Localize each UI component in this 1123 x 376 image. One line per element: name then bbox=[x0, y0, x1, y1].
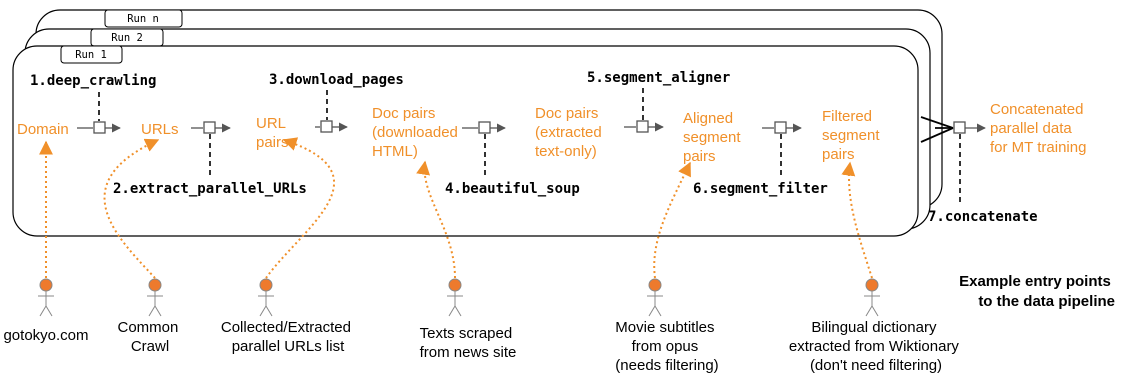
actor-label-news-site: Texts scraped from news site bbox=[420, 325, 517, 361]
actor-news-site bbox=[447, 278, 463, 317]
actor-common-crawl bbox=[147, 278, 163, 317]
run-n-tab bbox=[104, 9, 183, 28]
actor-label-common-crawl: Common Crawl bbox=[117, 319, 182, 355]
data-filtered-segment-pairs: Filtered segment pairs bbox=[822, 108, 884, 163]
data-url-pairs: URL pairs bbox=[256, 115, 290, 151]
process-beautiful-soup bbox=[462, 121, 506, 176]
process-deep-crawling bbox=[77, 92, 121, 134]
entry-arrow-doc-pairs bbox=[416, 160, 456, 279]
data-doc-pairs-html: Doc pairs (downloaded HTML) bbox=[372, 105, 462, 160]
entry-points-note: Example entry points to the data pipelin… bbox=[959, 273, 1115, 310]
run-1-label: Run 1 bbox=[75, 49, 107, 61]
step-download-pages: 3.download_pages bbox=[269, 72, 404, 88]
actor-bilingual-dictionary bbox=[864, 278, 880, 317]
step-segment-aligner: 5.segment_aligner bbox=[587, 70, 730, 86]
entry-arrow-urls bbox=[103, 138, 160, 279]
step-extract-parallel-urls: 2.extract_parallel_URLs bbox=[113, 181, 307, 197]
step-deep-crawling: 1.deep_crawling bbox=[30, 73, 156, 89]
actor-gotokyo bbox=[38, 278, 54, 317]
data-concatenated: Concatenated parallel data for MT traini… bbox=[990, 101, 1088, 156]
run-1-tab bbox=[60, 45, 123, 64]
data-domain: Domain bbox=[17, 121, 69, 138]
actor-movie-subtitles bbox=[647, 278, 663, 317]
data-urls: URLs bbox=[141, 121, 179, 138]
run-n-label: Run n bbox=[127, 13, 159, 25]
run-2-label: Run 2 bbox=[111, 32, 143, 44]
actor-label-movie-subtitles: Movie subtitles from opus (needs filteri… bbox=[615, 319, 718, 374]
process-segment-filter bbox=[762, 121, 802, 176]
step-concatenate: 7.concatenate bbox=[928, 209, 1038, 225]
process-concatenate bbox=[920, 116, 986, 202]
actor-url-list bbox=[258, 278, 274, 317]
run-1-frame bbox=[12, 45, 919, 237]
step-beautiful-soup: 4.beautiful_soup bbox=[445, 181, 580, 197]
process-segment-aligner bbox=[624, 88, 664, 133]
process-download-pages bbox=[315, 90, 348, 133]
actor-label-gotokyo: gotokyo.com bbox=[3, 327, 88, 344]
data-doc-pairs-text: Doc pairs (extracted text-only) bbox=[535, 105, 606, 160]
process-extract-parallel-urls bbox=[191, 121, 231, 175]
entry-arrow-filtered bbox=[841, 161, 873, 279]
step-segment-filter: 6.segment_filter bbox=[693, 181, 828, 197]
data-aligned-segment-pairs: Aligned segment pairs bbox=[683, 110, 745, 165]
entry-arrow-url-pairs bbox=[265, 137, 336, 279]
actor-label-url-list: Collected/Extracted parallel URLs list bbox=[221, 319, 355, 355]
actor-label-bilingual-dictionary: Bilingual dictionary extracted from Wikt… bbox=[789, 319, 963, 374]
